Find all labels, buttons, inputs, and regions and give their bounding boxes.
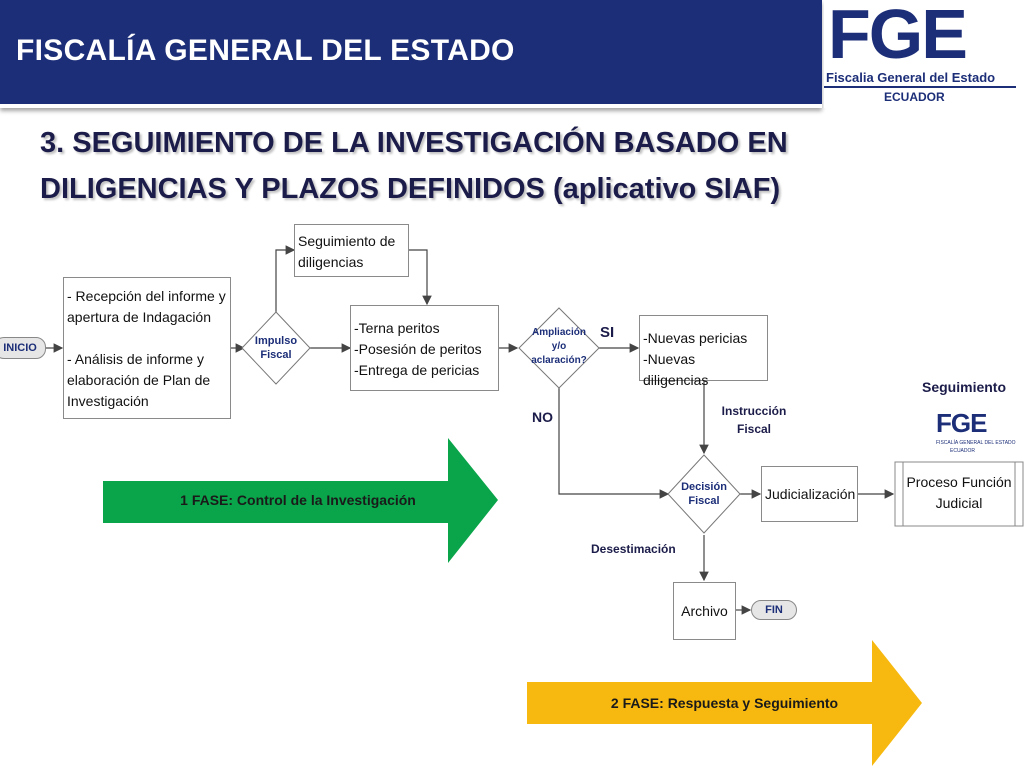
instruccion-label: Instrucción Fiscal (721, 404, 787, 436)
slide-title: 3. SEGUIMIENTO DE LA INVESTIGACIÓN BASAD… (40, 120, 940, 212)
nuevas-line2: -Nuevas diligencias (643, 351, 709, 388)
decision-label: Decisión Fiscal (681, 481, 727, 507)
recepcion-line2: apertura de Indagación (67, 309, 211, 325)
no-label: NO (532, 409, 553, 425)
ampliacion-diamond (518, 307, 600, 389)
impulso-label: Impulso Fiscal (254, 335, 298, 361)
phase1-label: 1 FASE: Control de la Investigación (180, 492, 416, 508)
seguimiento-label: Seguimiento (922, 379, 1007, 395)
mini-fge-logo: FGE (936, 408, 987, 438)
nuevas-line1: -Nuevas pericias (643, 330, 748, 346)
recepcion-box: - Recepción del informe y apertura de In… (63, 277, 231, 419)
desestimacion-label: Desestimación (591, 542, 676, 556)
phase2-arrow (527, 640, 922, 766)
proceso-box: Proceso Función Judicial (903, 472, 1015, 514)
analisis-line1: - Análisis de informe y (67, 351, 204, 367)
impulso-diamond (241, 311, 311, 385)
analisis-line2: elaboración de Plan de (67, 372, 211, 388)
connector-impulso-seguimiento (275, 245, 296, 312)
proceso-box-frame (894, 461, 1024, 527)
seguimiento-line2: diligencias (298, 254, 364, 270)
judicializacion-label: Judicialización (765, 486, 856, 502)
header-title: FISCALÍA GENERAL DEL ESTADO (16, 34, 515, 67)
seguimiento-line1: Seguimiento de (298, 233, 396, 249)
header: FISCALÍA GENERAL DEL ESTADO FGE Fiscalia… (0, 0, 1024, 110)
phase2-label: 2 FASE: Respuesta y Seguimiento (610, 695, 839, 711)
logo-text: FGE (828, 0, 968, 73)
logo-rule (824, 86, 1016, 88)
proceso-line1: Proceso Función (906, 474, 1012, 490)
logo-subtitle: Fiscalia General del Estado (826, 70, 996, 85)
terna-box: -Terna peritos -Posesión de peritos -Ent… (350, 305, 499, 391)
judicializacion-box: Judicialización (761, 466, 858, 522)
decision-diamond (667, 454, 741, 534)
si-label: SI (600, 324, 615, 341)
seguimiento-box: Seguimiento de diligencias (294, 224, 409, 277)
terna-line1: -Terna peritos (354, 320, 440, 336)
nuevas-box: -Nuevas pericias -Nuevas diligencias (639, 315, 768, 388)
phase1-arrow (103, 438, 498, 563)
ampliacion-label: Ampliación y/o aclaración? (531, 327, 587, 366)
inicio-node: INICIO (0, 337, 46, 359)
fge-logo: FGE Fiscalia General del Estado ECUADOR (824, 0, 1024, 108)
logo-country: ECUADOR (884, 90, 945, 104)
analisis-line3: Investigación (67, 393, 149, 409)
proceso-line2: Judicial (935, 495, 983, 511)
header-bar: FISCALÍA GENERAL DEL ESTADO (0, 0, 822, 108)
recepcion-line1: - Recepción del informe y (67, 288, 226, 304)
terna-line2: -Posesión de peritos (354, 341, 482, 357)
terna-line3: -Entrega de pericias (354, 362, 480, 378)
connector-seguimiento-terna (409, 249, 432, 306)
mini-fge-country: ECUADOR (950, 448, 976, 454)
archivo-box: Archivo (673, 582, 736, 640)
archivo-label: Archivo (681, 603, 728, 619)
slide-title-line2: DILIGENCIAS Y PLAZOS DEFINIDOS (aplicati… (40, 173, 781, 205)
slide-title-line1: 3. SEGUIMIENTO DE LA INVESTIGACIÓN BASAD… (40, 127, 788, 159)
connector-no-decision (558, 388, 670, 499)
mini-fge-subtitle: FISCALÍA GENERAL DEL ESTADO (936, 440, 1016, 446)
fin-node: FIN (751, 600, 797, 620)
